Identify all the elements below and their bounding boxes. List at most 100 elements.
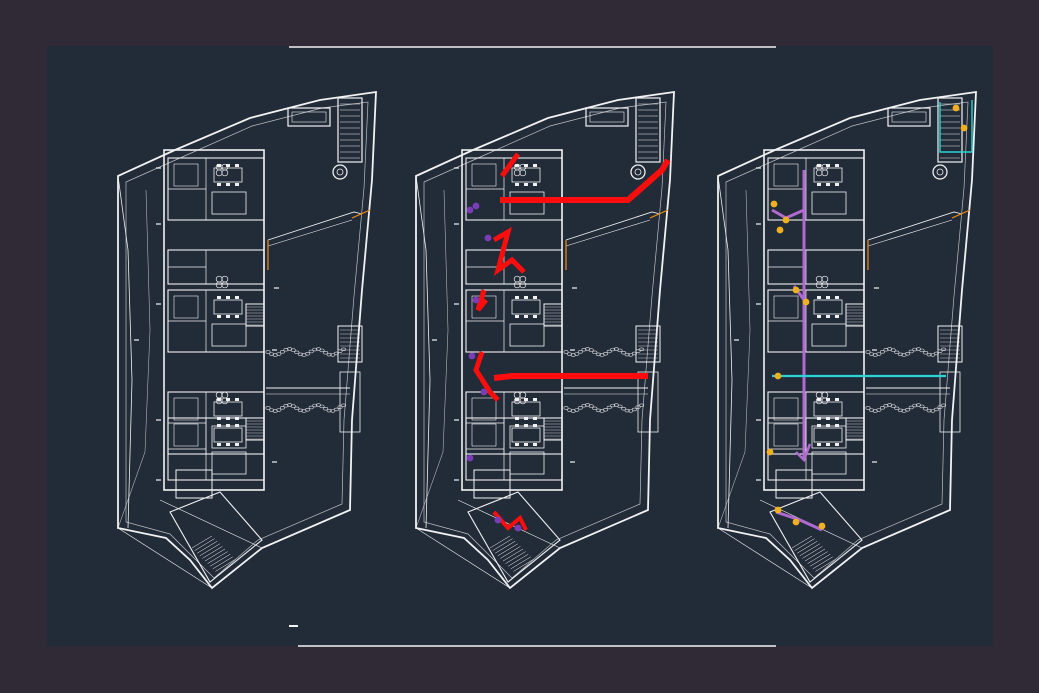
chair xyxy=(826,398,830,401)
terrain-hatch xyxy=(588,404,594,408)
bathroom-fixtures xyxy=(173,397,199,421)
column-circle-inner xyxy=(634,168,642,176)
terrain-hatch xyxy=(617,404,623,409)
side-stair xyxy=(543,417,563,441)
chair xyxy=(826,296,830,299)
water-fitting xyxy=(774,372,782,380)
chair xyxy=(226,443,230,446)
side-stair xyxy=(245,417,265,441)
terrain-hatch xyxy=(279,350,285,354)
ramp-step xyxy=(495,540,516,554)
column-circle xyxy=(630,164,646,180)
floor-plan-sanitary xyxy=(415,90,675,590)
dining-table xyxy=(511,401,541,417)
terrain-hatch xyxy=(894,406,900,411)
terrain-hatch xyxy=(297,352,303,357)
site-boundary xyxy=(415,90,675,590)
bathroom-fixtures xyxy=(773,397,799,421)
dining-table xyxy=(813,401,843,417)
planter-symbol xyxy=(519,163,527,171)
living-area xyxy=(211,191,247,215)
terrain-hatch xyxy=(595,408,601,413)
bathroom-fixtures xyxy=(471,423,497,447)
chair xyxy=(226,315,230,318)
planter-symbol xyxy=(519,275,527,283)
terrain-hatch xyxy=(581,404,587,408)
sewer-branch xyxy=(473,351,500,402)
dining-table xyxy=(813,299,843,315)
living-area xyxy=(509,323,545,347)
lobby xyxy=(175,469,213,499)
construction-line xyxy=(415,527,511,589)
terrain-hatch xyxy=(574,352,580,356)
ramp-step xyxy=(207,551,228,564)
sewer-fitting xyxy=(494,516,502,524)
ramp-step xyxy=(194,538,215,551)
ramp-step xyxy=(489,535,511,549)
terrain-hatch xyxy=(865,350,871,354)
chair xyxy=(835,296,839,299)
ramp-step xyxy=(799,543,820,557)
dining-table xyxy=(213,427,243,443)
terrain-hatch xyxy=(897,352,903,357)
chair xyxy=(524,398,528,401)
water-fitting xyxy=(766,448,774,456)
terrain-hatch xyxy=(912,403,918,408)
terrain-hatch xyxy=(592,406,598,411)
construction-line xyxy=(117,189,151,529)
chair xyxy=(515,398,519,401)
ramp-step xyxy=(510,556,531,570)
terrain-hatch xyxy=(897,408,903,413)
terrain-hatch xyxy=(319,404,325,409)
water-fitting xyxy=(960,124,968,132)
service-block xyxy=(887,107,931,127)
chair xyxy=(533,398,537,401)
terrain-hatch xyxy=(294,406,300,411)
terrain-hatch xyxy=(876,352,882,356)
lobby xyxy=(775,469,813,499)
terrain-hatch xyxy=(588,348,594,352)
chair xyxy=(817,315,821,318)
terrain-hatch xyxy=(639,403,645,408)
chair xyxy=(835,424,839,427)
column-circle xyxy=(332,164,348,180)
terrain-hatch xyxy=(294,350,300,355)
chair xyxy=(515,315,519,318)
corridor-line xyxy=(565,211,661,241)
chair xyxy=(835,315,839,318)
terrain-hatch xyxy=(624,408,630,413)
terrain-hatch xyxy=(290,348,296,352)
water-fitting xyxy=(818,522,826,530)
terrain-hatch xyxy=(879,350,885,354)
corridor-line xyxy=(867,219,953,247)
sewer-fitting xyxy=(466,454,474,462)
water-fitting xyxy=(782,216,790,224)
terrain-hatch xyxy=(341,347,347,352)
ramp-step xyxy=(497,543,518,557)
terrain-hatch xyxy=(581,348,587,352)
living-area xyxy=(211,323,247,347)
ramp-step xyxy=(812,556,833,570)
floor-plan-architectural xyxy=(117,90,377,590)
bathroom-fixtures xyxy=(173,295,199,319)
planter-symbol xyxy=(821,163,829,171)
living-area xyxy=(509,451,545,475)
chair xyxy=(235,315,239,318)
service-block xyxy=(287,107,331,127)
planter-symbol xyxy=(221,275,229,283)
floor-plan-sheets xyxy=(117,90,977,590)
terrain-hatch xyxy=(894,350,900,355)
entry-ramp xyxy=(769,491,863,583)
chair xyxy=(515,443,519,446)
right-block xyxy=(637,371,659,433)
ramp-step xyxy=(210,553,231,567)
side-stair xyxy=(543,303,563,327)
construction-line xyxy=(415,175,431,529)
water-fitting xyxy=(770,200,778,208)
water-meter-line xyxy=(939,100,973,153)
terrain-hatch xyxy=(308,405,314,410)
terrain-hatch xyxy=(326,408,332,413)
ramp-step xyxy=(492,538,513,551)
column-circle-inner xyxy=(936,168,944,176)
